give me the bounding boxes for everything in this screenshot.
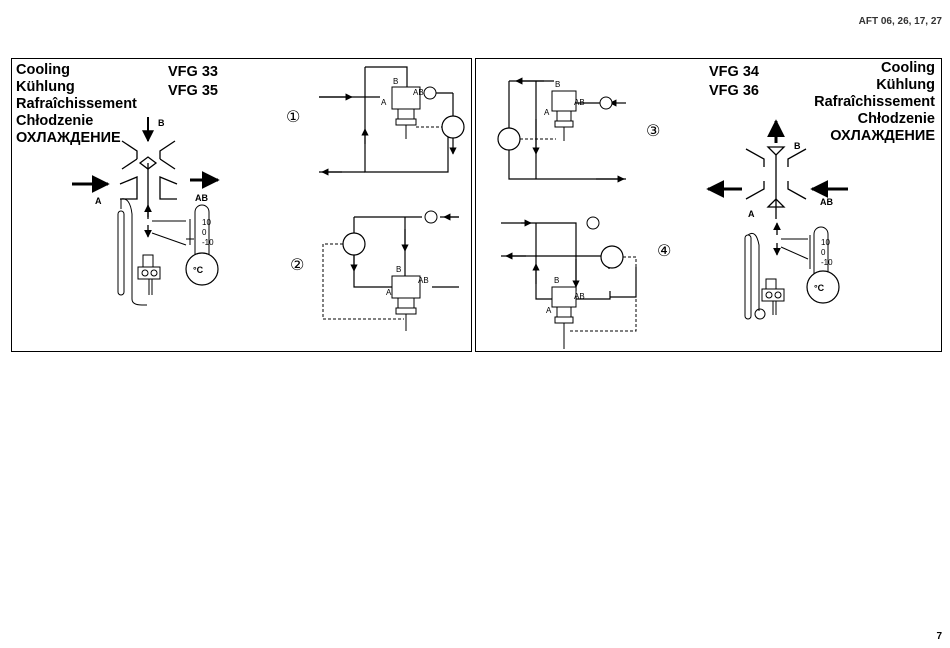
scheme-3-label-ab: AB — [574, 98, 585, 107]
scale-tick: -10 — [202, 238, 214, 247]
model-label: VFG 33 — [168, 64, 218, 80]
scheme-2-label-a: A — [386, 288, 392, 297]
scheme-number-2: ② — [290, 255, 304, 274]
scheme-2-label-b: B — [396, 265, 401, 274]
port-label-a: A — [748, 209, 755, 219]
scheme-3-heat-exchanger — [497, 127, 521, 151]
scheme-1-pump — [423, 86, 437, 100]
scheme-1-piping — [319, 66, 454, 173]
scale-tick: 0 — [821, 248, 826, 257]
scheme-number-4: ④ — [657, 241, 671, 260]
title-line: Rafraîchissement — [814, 94, 935, 110]
scheme-2-label-ab: AB — [418, 276, 429, 285]
left-diagrams: B A AB 10 0 -10 °C ① — [72, 66, 465, 331]
title-line: Kühlung — [876, 77, 935, 93]
title-line: Cooling — [16, 62, 70, 78]
right-diagrams: ③ B AB A ④ — [497, 77, 848, 349]
title-line: Kühlung — [16, 79, 75, 95]
scheme-2-heat-exchanger — [342, 232, 366, 256]
scale-pointer — [780, 246, 809, 260]
scheme-4-valve — [551, 286, 577, 349]
scheme-number-3: ③ — [646, 121, 660, 140]
model-label: VFG 35 — [168, 83, 218, 99]
scheme-4-sensor-line — [568, 256, 637, 332]
scheme-4-heat-exchanger — [600, 245, 624, 269]
model-label: VFG 36 — [709, 83, 759, 99]
model-label: VFG 34 — [709, 64, 759, 80]
left-model-list: VFG 33 VFG 35 — [168, 63, 218, 101]
thermostat-probe — [117, 198, 161, 306]
port-label-ab: AB — [195, 193, 208, 203]
scheme-4-label-b: B — [554, 276, 559, 285]
scheme-4-pump — [586, 216, 600, 230]
port-label-b: B — [158, 118, 165, 128]
page-number: 7 — [936, 631, 942, 642]
scheme-1-label-b: B — [393, 77, 398, 86]
scheme-2-sensor-line — [322, 243, 404, 320]
scheme-3-label-a: A — [544, 108, 550, 117]
scheme-3-valve — [551, 90, 577, 141]
scale-tick: 0 — [202, 228, 207, 237]
scheme-2-pump — [424, 210, 438, 224]
document-code: AFT 06, 26, 17, 27 — [858, 16, 942, 27]
scheme-1-label-ab: AB — [413, 88, 424, 97]
scheme-4-label-ab: AB — [574, 292, 585, 301]
title-line: ОХЛАЖДЕНИЕ — [16, 130, 121, 146]
valve-cross-section — [745, 146, 807, 219]
port-label-a: A — [95, 196, 102, 206]
scheme-number-1: ① — [286, 107, 300, 126]
scale-tick: 10 — [202, 218, 211, 227]
title-line: Chłodzenie — [857, 111, 935, 127]
thermostat-probe — [744, 232, 785, 320]
thermostat-unit-label: °C — [193, 265, 204, 275]
scheme-2-valve — [391, 275, 421, 331]
thermostat-dial — [185, 252, 219, 286]
thermostat-dial — [806, 270, 840, 304]
thermostat-unit-label: °C — [814, 283, 825, 293]
title-line: Rafraîchissement — [16, 96, 137, 112]
scheme-1-valve — [391, 86, 421, 139]
scheme-3-label-b: B — [555, 80, 560, 89]
left-panel-cooling-vfg33-35: Cooling Kühlung Rafraîchissement Chłodze… — [11, 58, 472, 352]
scheme-4-label-a: A — [546, 306, 552, 315]
left-title-block: Cooling Kühlung Rafraîchissement Chłodze… — [16, 62, 137, 147]
scheme-3-pump — [599, 96, 613, 110]
title-line: ОХЛАЖДЕНИЕ — [830, 128, 935, 144]
scale-tick: -10 — [821, 258, 833, 267]
port-label-b: B — [794, 141, 801, 151]
port-label-ab: AB — [820, 197, 833, 207]
right-panel-cooling-vfg34-36: Cooling Kühlung Rafraîchissement Chłodze… — [475, 58, 942, 352]
scale-pointer — [151, 232, 187, 246]
right-title-block: Cooling Kühlung Rafraîchissement Chłodze… — [814, 60, 935, 145]
title-line: Cooling — [881, 60, 935, 76]
scale-tick: 10 — [821, 238, 830, 247]
scheme-1-label-a: A — [381, 98, 387, 107]
right-model-list: VFG 34 VFG 36 — [709, 63, 759, 101]
scheme-1-heat-exchanger — [441, 115, 465, 139]
title-line: Chłodzenie — [16, 113, 94, 129]
